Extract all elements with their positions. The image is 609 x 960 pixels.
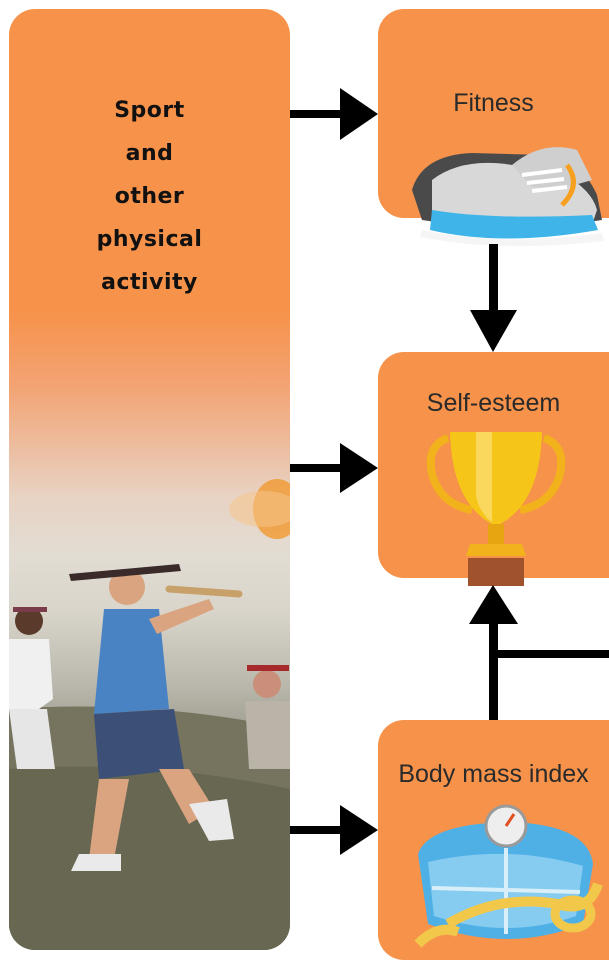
bmi-box: Body mass index: [378, 720, 609, 960]
fitness-box: Fitness: [378, 9, 609, 247]
arrow-to-fitness: [290, 88, 378, 140]
self-esteem-label: Self-esteem: [426, 389, 561, 417]
bmi-label: Body mass index: [398, 760, 589, 788]
self-esteem-box: Self-esteem: [378, 352, 609, 586]
arrow-fitness-to-self-esteem: [470, 244, 517, 352]
arrow-bmi-to-self-esteem: [469, 585, 609, 720]
sneaker-icon: [412, 147, 604, 247]
arrow-to-self-esteem: [290, 443, 378, 493]
sport-activity-panel: Sport and other physical activity: [9, 9, 290, 950]
trophy-icon: [426, 432, 566, 586]
panel-title: Sport and other physical activity: [96, 98, 203, 295]
arrow-to-bmi: [290, 805, 378, 855]
scale-icon: [414, 804, 603, 948]
cricket-players-photo: [9, 479, 290, 950]
fitness-label: Fitness: [453, 89, 534, 117]
